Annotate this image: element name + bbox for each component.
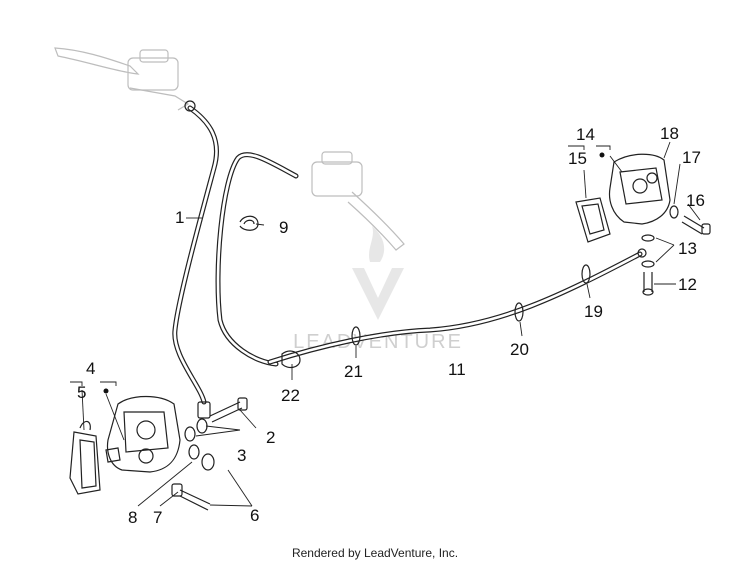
callout-11: 11	[448, 360, 466, 379]
washer-3	[184, 418, 208, 442]
rear-brake-pads	[575, 197, 611, 243]
rear-brake-caliper	[608, 153, 671, 225]
callout-1: 1	[175, 208, 184, 227]
callout-14: 14	[576, 125, 595, 144]
callout-9: 9	[279, 218, 288, 237]
callout-18: 18	[660, 124, 679, 143]
callout-5: 5	[77, 383, 86, 402]
bullet-dot-4	[103, 388, 109, 394]
hose-clip-20	[514, 302, 524, 322]
callout-12: 12	[678, 275, 697, 294]
front-brake-pads	[69, 420, 101, 495]
hose-clamp-9	[239, 215, 259, 231]
callout-6: 6	[250, 506, 259, 525]
rear-brake-hose	[267, 248, 647, 365]
callout-20: 20	[510, 340, 529, 359]
washer-8	[188, 444, 215, 471]
callout-16: 16	[686, 191, 705, 210]
washer-13	[641, 234, 655, 268]
footer-credit: Rendered by LeadVenture, Inc.	[291, 546, 459, 560]
caliper-bolt-2	[209, 397, 248, 423]
callout-2: 2	[266, 428, 275, 447]
callout-8: 8	[128, 508, 137, 527]
hose-clip-22	[281, 350, 301, 369]
caliper-bolt-16	[681, 215, 711, 235]
callout-4: 4	[86, 359, 95, 378]
callout-21: 21	[344, 362, 363, 381]
front-brake-caliper	[105, 395, 181, 473]
bullet-dot-14	[599, 152, 605, 158]
caliper-bolt-6-7	[171, 483, 211, 511]
leadventure-watermark-logo: LEADVENTURE	[293, 226, 463, 353]
front-brake-hose	[172, 100, 299, 419]
rear-brake-lever-ghost	[311, 151, 405, 251]
hose-clip-19	[581, 264, 591, 284]
leader-lines	[70, 141, 701, 507]
front-brake-lever-ghost	[54, 47, 190, 111]
watermark-text: LEADVENTURE	[293, 331, 463, 353]
callout-22: 22	[281, 386, 300, 405]
callout-3: 3	[237, 446, 246, 465]
callout-15: 15	[568, 149, 587, 168]
callout-7: 7	[153, 508, 162, 527]
callout-19: 19	[584, 302, 603, 321]
callout-17: 17	[682, 148, 701, 167]
washer-17	[669, 205, 679, 219]
callout-13: 13	[678, 239, 697, 258]
bolt-12	[642, 272, 654, 296]
hose-clip-21	[351, 326, 361, 346]
